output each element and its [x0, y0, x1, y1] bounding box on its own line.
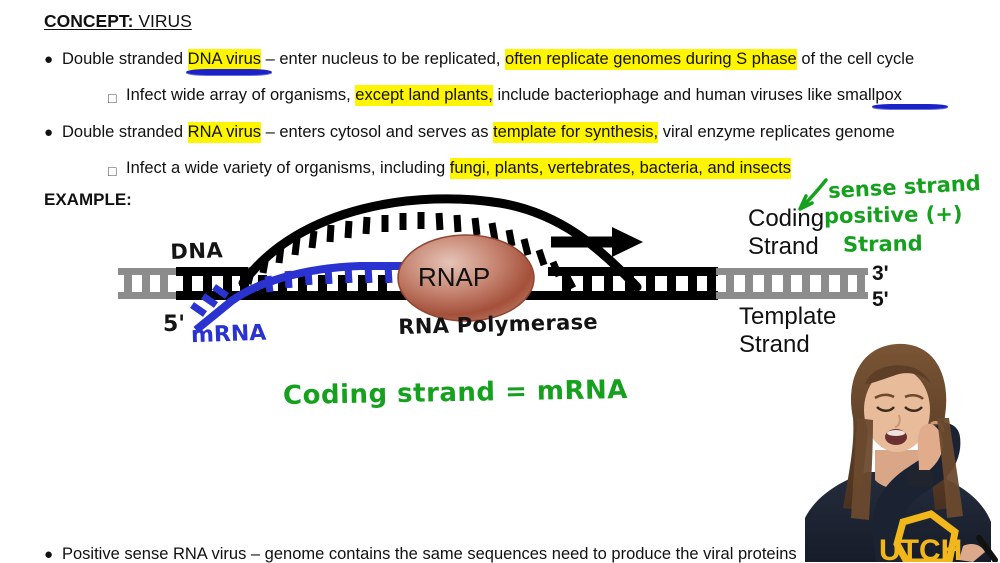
instructor-webcam-overlay: UTCH: [795, 322, 1000, 562]
handwritten-mrna-label: mRNA: [190, 320, 267, 349]
green-positive-note: positive (+): [823, 201, 963, 229]
dna-duplex-right-black: [548, 267, 718, 300]
sub-bullet-marker: □: [108, 163, 117, 179]
b2-highlight-rna-virus: RNA virus: [187, 122, 262, 143]
eye-right: [904, 406, 923, 412]
b1sub-mid: include bacteriophage and human viruses …: [492, 86, 837, 104]
b1-highlight-dna-virus: DNA virus: [187, 49, 262, 70]
shirt-logo-text: UTCH: [879, 534, 962, 562]
face: [864, 368, 930, 452]
bullet-line-2-sub: Infect a wide variety of organisms, incl…: [126, 158, 791, 179]
handwritten-rna-polymerase-label: RNA Polymerase: [398, 309, 599, 339]
eyebrow-left: [874, 393, 895, 400]
bullet-marker: ●: [44, 124, 54, 141]
bullet-line-1: Double stranded DNA virus – enter nucleu…: [62, 49, 915, 70]
coding-strand-label: Coding Strand: [748, 205, 824, 262]
instructor-figure: UTCH: [805, 343, 998, 562]
template-strand-line1: Template: [739, 303, 837, 330]
handwritten-dna-label: DNA: [170, 238, 224, 264]
prime-3-label: 3': [872, 262, 889, 285]
dna-duplex-left-black: [176, 267, 249, 300]
lower-hand: [959, 544, 985, 562]
b1-pre: Double stranded: [62, 50, 188, 68]
direction-arrow-icon: [551, 227, 643, 257]
sub-bullet-marker: □: [108, 90, 117, 106]
hair-strand-right: [937, 418, 963, 518]
page-title: CONCEPT: VIRUS: [44, 11, 192, 32]
b2sub-pre: Infect a wide variety of organisms, incl…: [126, 159, 450, 177]
b2-highlight-template-for-synthesis: template for synthesis,: [493, 122, 659, 143]
bullet-line-3: Positive sense RNA virus – genome contai…: [62, 545, 797, 563]
eye-left: [876, 406, 895, 412]
nose: [894, 414, 901, 428]
b2-pre: Double stranded: [62, 123, 188, 141]
handwritten-5prime-label: 5': [163, 312, 186, 337]
coding-strand-line1: Coding: [748, 205, 825, 232]
b1-highlight-s-phase: often replicate genomes during S phase: [505, 49, 797, 70]
green-sense-strand-note: sense strand: [827, 171, 982, 203]
bullet-line-2: Double stranded RNA virus – enters cytos…: [62, 122, 895, 143]
shirt-logo: UTCH: [879, 510, 962, 562]
concept-label: CONCEPT:: [44, 11, 134, 31]
template-strand-black-middle: [246, 275, 556, 300]
b1-post: of the cell cycle: [796, 50, 915, 68]
template-strand-label: Template Strand: [739, 303, 836, 360]
b2-post: viral enzyme replicates genome: [658, 123, 895, 141]
template-strand-line2: Strand: [739, 331, 810, 359]
wristwatch: [907, 470, 933, 487]
b1-mid: – enter nucleus to be replicated,: [261, 50, 506, 68]
dna-left-gray-segment: [118, 268, 178, 299]
hair: [843, 343, 951, 510]
coding-strand-line2: Strand: [748, 233, 819, 261]
b2-mid: – enters cytosol and serves as: [261, 123, 494, 141]
bullet-line-1-sub: Infect wide array of organisms, except l…: [126, 85, 902, 106]
green-coding-equals-mrna-note: Coding strand = mRNA: [282, 374, 629, 412]
concept-value: VIRUS: [133, 11, 192, 31]
b1sub-smallpox: smallpox: [836, 86, 902, 104]
hand: [917, 423, 943, 472]
hair-strand-left: [851, 418, 873, 520]
b2sub-highlight-organisms: fungi, plants, vertebrates, bacteria, an…: [449, 158, 791, 179]
bullet-marker: ●: [44, 51, 54, 68]
prime-5-label: 5': [872, 288, 889, 311]
rnap-label: RNAP: [418, 262, 491, 292]
example-label: EXAMPLE:: [44, 190, 132, 209]
pen: [976, 535, 998, 562]
b1sub-pre: Infect wide array of organisms,: [126, 86, 356, 104]
eyebrow-right: [904, 393, 924, 400]
green-strand-note: Strand: [842, 231, 923, 257]
blue-underline-dna-virus: [186, 69, 272, 75]
dna-right-gray-segment: [716, 268, 868, 299]
b1sub-highlight-except-land-plants: except land plants,: [355, 85, 493, 106]
blue-underline-smallpox: [872, 104, 948, 109]
hair-fringe: [865, 365, 931, 384]
bullet-marker: ●: [44, 546, 54, 563]
teeth: [887, 430, 905, 436]
